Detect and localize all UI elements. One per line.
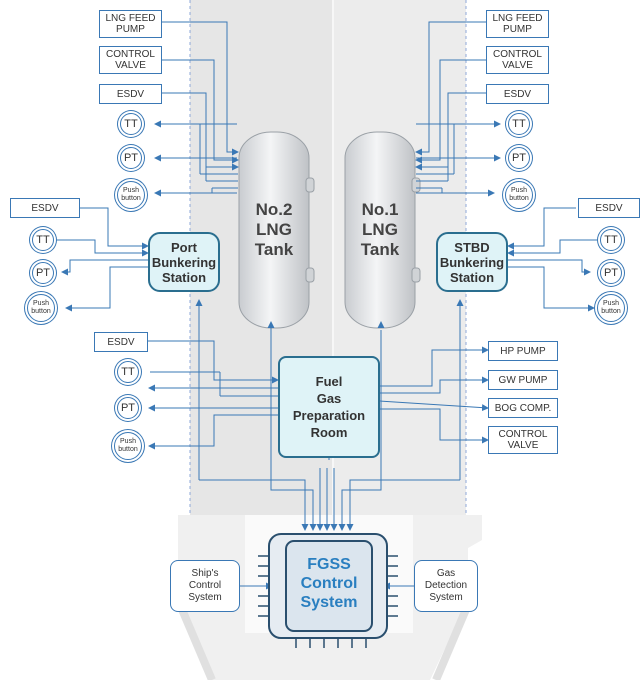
right-tt-sensor: TT <box>508 113 530 135</box>
fuel-gas-preparation-room: Fuel Gas Preparation Room <box>278 356 380 458</box>
right-control-valve: CONTROL VALVE <box>486 46 549 74</box>
right-esdv: ESDV <box>486 84 549 104</box>
fgss-chip <box>258 533 398 648</box>
fgpr-control-valve: CONTROL VALVE <box>488 426 558 454</box>
left-tt-sensor: TT <box>120 113 142 135</box>
fgpr-push-button: Push button <box>114 432 142 460</box>
connection-lines <box>56 21 598 590</box>
port-bunkering-station: Port Bunkering Station <box>148 232 220 292</box>
right-lng-feed-pump: LNG FEED PUMP <box>486 10 549 38</box>
left-control-valve: CONTROL VALVE <box>99 46 162 74</box>
tank-no2-label: No.2 LNG Tank <box>254 200 294 259</box>
ships-control-system: Ship's Control System <box>170 560 240 612</box>
hp-pump: HP PUMP <box>488 341 558 361</box>
port-push-button: Push button <box>27 294 55 322</box>
right-pt-sensor: PT <box>508 147 530 169</box>
lng-tank-no1-shape <box>344 131 421 329</box>
left-lng-feed-pump: LNG FEED PUMP <box>99 10 162 38</box>
fgpr-pt-sensor: PT <box>117 397 139 419</box>
stbd-tt-sensor: TT <box>600 229 622 251</box>
lng-tank-no2-shape <box>238 131 315 329</box>
fgpr-tt-sensor: TT <box>117 361 139 383</box>
left-pt-sensor: PT <box>120 147 142 169</box>
stbd-esdv: ESDV <box>578 198 640 218</box>
tank-no1-label: No.1 LNG Tank <box>360 200 400 259</box>
port-pt-sensor: PT <box>32 262 54 284</box>
fgpr-esdv: ESDV <box>94 332 148 352</box>
fgss-control-system-label: FGSS Control System <box>300 556 358 611</box>
port-tt-sensor: TT <box>32 229 54 251</box>
stbd-push-button: Push button <box>597 294 625 322</box>
left-push-button: Push button <box>117 181 145 209</box>
port-esdv: ESDV <box>10 198 80 218</box>
bog-comp: BOG COMP. <box>488 398 558 418</box>
stbd-bunkering-station: STBD Bunkering Station <box>436 232 508 292</box>
right-push-button: Push button <box>505 181 533 209</box>
gw-pump: GW PUMP <box>488 370 558 390</box>
gas-detection-system: Gas Detection System <box>414 560 478 612</box>
stbd-pt-sensor: PT <box>600 262 622 284</box>
left-esdv: ESDV <box>99 84 162 104</box>
